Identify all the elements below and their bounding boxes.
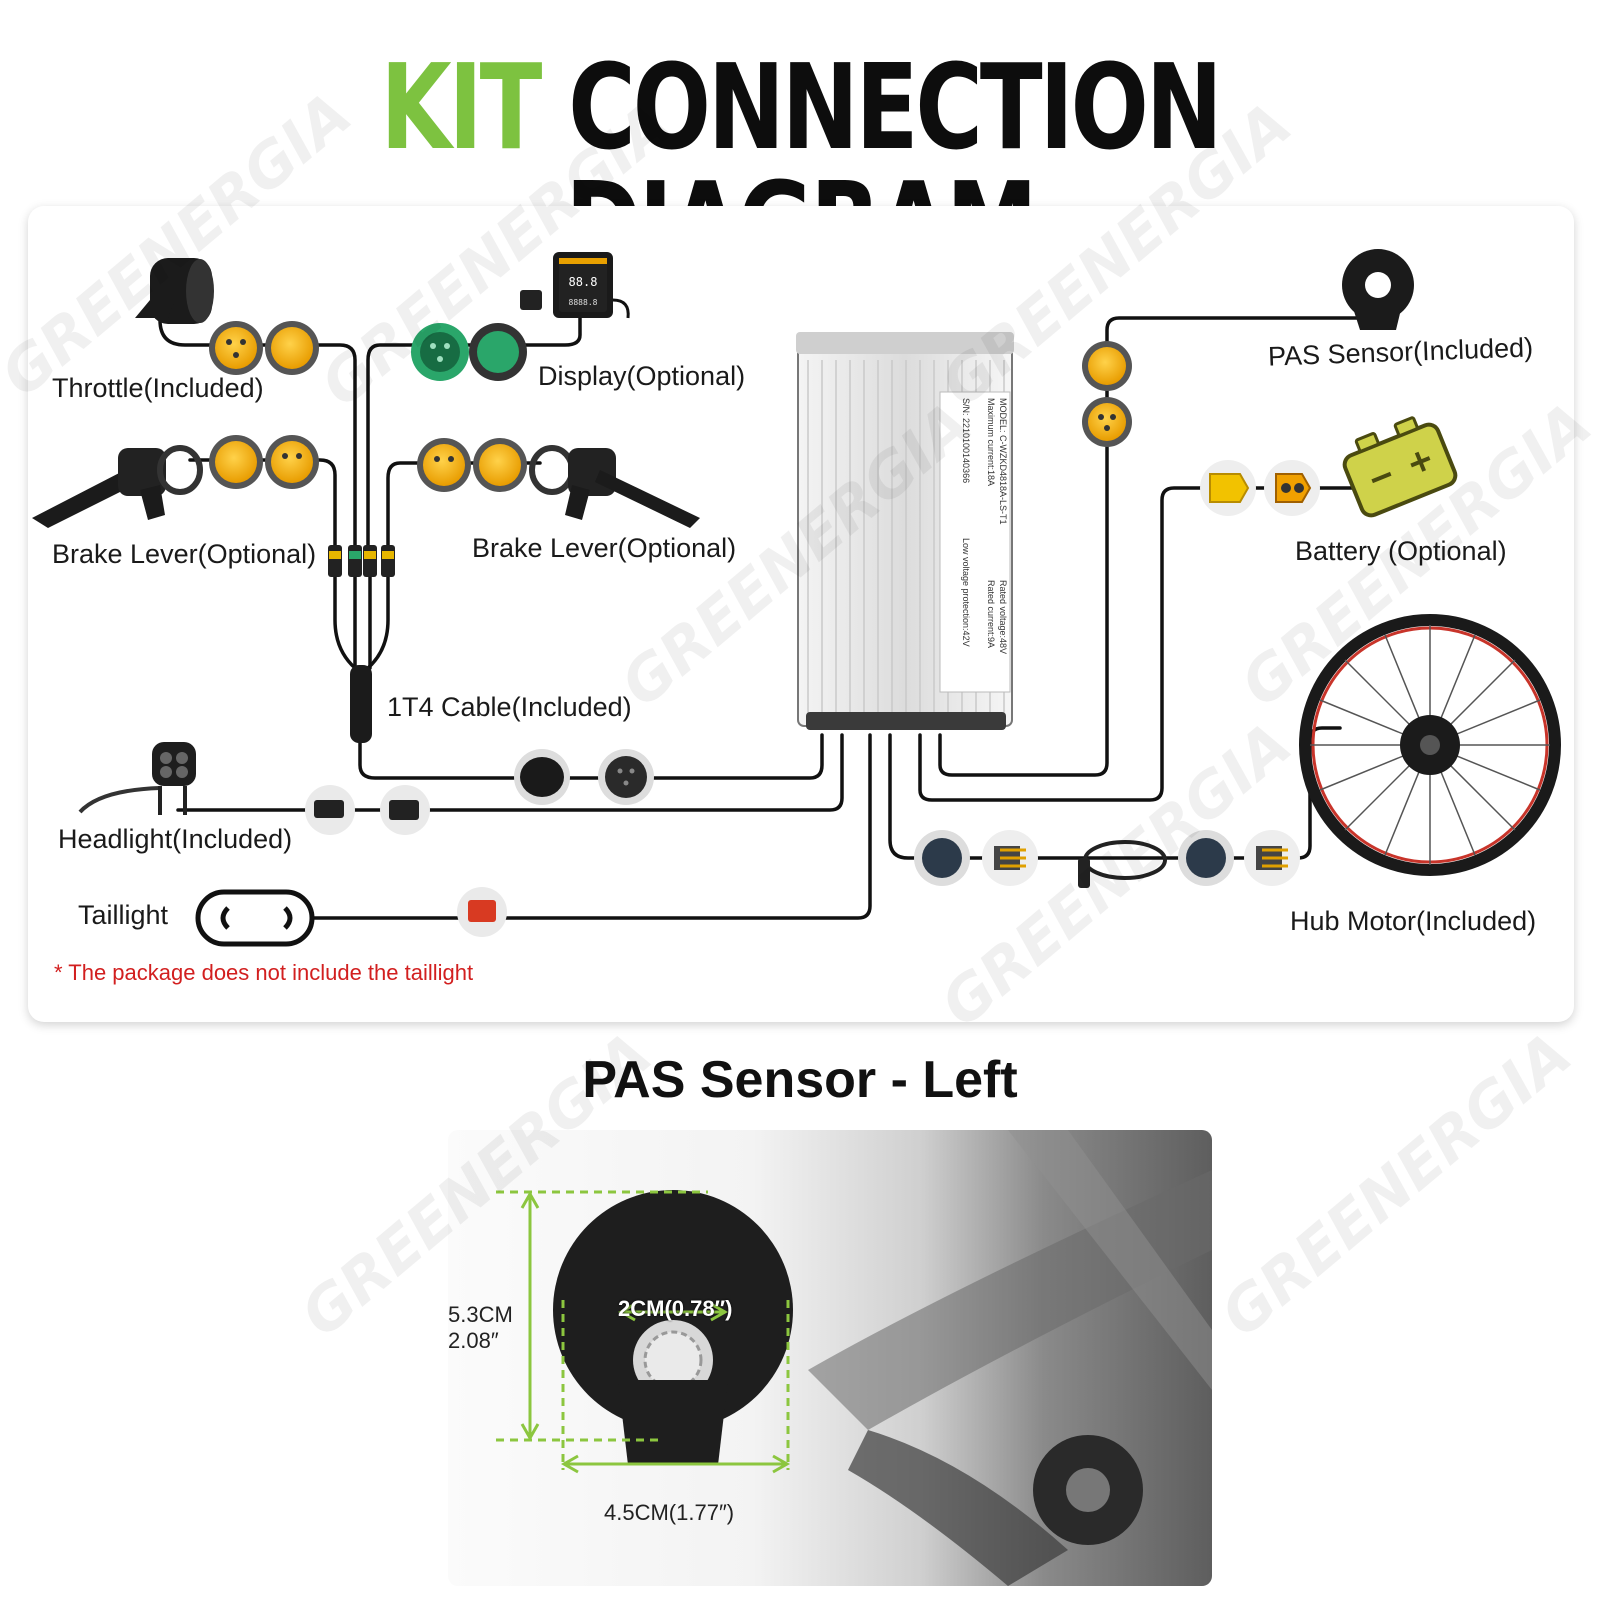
brake-right-connector-b — [473, 438, 527, 492]
pas-inner-diameter: 2CM(0.78″) — [618, 1296, 733, 1321]
display-icon: 88.8 8888.8 — [520, 252, 630, 319]
taillight-connector — [457, 887, 507, 937]
label-throttle: Throttle(Included) — [52, 373, 264, 403]
pas-height-cm: 5.3CM — [448, 1302, 513, 1327]
label-cable-1t4: 1T4 Cable(Included) — [387, 692, 632, 722]
battery-icon — [1342, 416, 1458, 518]
brake-lever-left-icon — [32, 445, 203, 528]
pas-sensor-icon — [1342, 249, 1414, 330]
motor-connector-a — [914, 830, 970, 886]
controller-max-current: Maximum current:18A — [986, 398, 996, 486]
display-odo: 8888.8 — [569, 298, 598, 307]
pas-section-title: PAS Sensor - Left — [582, 1051, 1018, 1109]
motor-extension-cable-icon — [1078, 840, 1167, 888]
headlight-connector-a — [305, 785, 355, 835]
motor-connector-d — [1244, 830, 1300, 886]
pas-disc-icon — [553, 1190, 793, 1465]
display-connector-a — [411, 323, 469, 381]
controller-low-voltage: Low voltage protection:42V — [961, 538, 971, 647]
taillight-note: * The package does not include the taill… — [54, 960, 474, 985]
throttle-connector-a — [209, 321, 263, 375]
brake-left-connector-b — [265, 435, 319, 489]
cable-1t4-plug-a — [514, 749, 570, 805]
pas-connector-a — [1082, 341, 1132, 391]
controller-model: MODEL: C-WZKD4818A-LS-T1 — [998, 398, 1008, 525]
headlight-connector-b — [380, 785, 430, 835]
headlight-icon — [78, 742, 196, 815]
xt60-connector-b — [1264, 460, 1320, 516]
label-brake-left: Brake Lever(Optional) — [52, 539, 317, 569]
label-brake-right: Brake Lever(Optional) — [472, 533, 737, 563]
hub-motor-icon — [1299, 614, 1561, 876]
controller-icon: MODEL: C-WZKD4818A-LS-T1 Maximum current… — [796, 332, 1014, 730]
display-connector-b — [469, 323, 527, 381]
xt60-connector-a — [1200, 460, 1256, 516]
controller-rated-voltage: Rated voltage:48V — [998, 580, 1008, 654]
pas-photo-illustration — [496, 1130, 1212, 1586]
motor-connector-c — [1178, 830, 1234, 886]
throttle-icon — [135, 258, 214, 324]
label-battery: Battery (Optional) — [1295, 536, 1507, 566]
pas-height-in: 2.08″ — [448, 1328, 499, 1353]
pas-connector-b — [1082, 397, 1132, 447]
pas-sensor-photo — [448, 1130, 1212, 1586]
label-hub-motor: Hub Motor(Included) — [1290, 906, 1537, 936]
taillight-icon — [195, 889, 315, 947]
cable-1t4-connectors — [328, 545, 395, 743]
label-taillight: Taillight — [78, 900, 169, 930]
label-headlight: Headlight(Included) — [58, 824, 293, 854]
controller-sn: S/N: 2210100140366 — [961, 398, 971, 483]
pas-width: 4.5CM(1.77″) — [604, 1500, 735, 1525]
label-display: Display(Optional) — [538, 361, 746, 391]
throttle-connector-b — [265, 321, 319, 375]
title-kit: KIT — [380, 38, 542, 176]
motor-connector-b — [982, 830, 1038, 886]
brake-right-connector-a — [417, 438, 471, 492]
controller-rated-current: Rated current:9A — [986, 580, 996, 648]
pas-dimension-lines — [496, 1190, 791, 1474]
brake-lever-right-icon — [529, 445, 700, 528]
display-speed: 88.8 — [569, 275, 598, 289]
brake-left-connector-a — [209, 435, 263, 489]
cable-1t4-plug-b — [598, 749, 654, 805]
